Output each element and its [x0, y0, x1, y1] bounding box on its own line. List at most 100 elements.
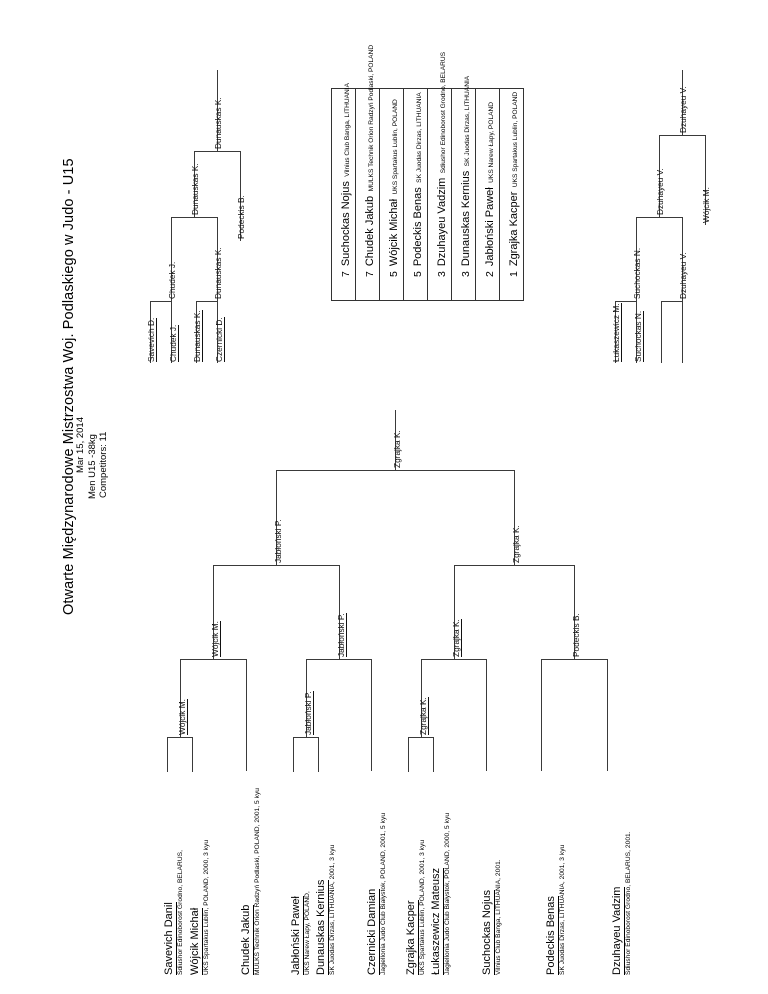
bracket-label: Wójcik M. — [701, 187, 711, 223]
bracket-line — [661, 301, 683, 303]
bracket-line — [196, 301, 198, 363]
bracket-label: Chudek J. — [168, 324, 179, 362]
athlete-club: Sdiushor Edinoborost Grodno, BELARUS, — [176, 850, 184, 975]
bracket-label: Wójcik M. — [210, 621, 221, 657]
list-item: Podeckis Benas SK Juodas Dirzas, LITHUAN… — [545, 845, 566, 975]
athlete-name: Jabłoński Paweł — [484, 187, 496, 267]
list-item: Zgrajka Kacper UKS Spartakus Lublin, POL… — [405, 840, 426, 975]
bracket-label: Savevich D. — [146, 317, 157, 362]
athlete-name: Zgrajka Kacper — [405, 900, 419, 975]
list-item: Dunauskas Kernius SK Juodas Dirzas, LITH… — [315, 844, 336, 975]
bracket-line — [194, 151, 196, 218]
bracket-line — [514, 470, 516, 566]
bracket-label: Podeckis B. — [236, 195, 246, 239]
athlete-name: Suchockas Nojus — [481, 890, 495, 975]
place: 2 — [484, 271, 496, 277]
athlete-name: Łukaszewicz Mateusz — [430, 868, 444, 975]
bracket-line — [659, 135, 661, 218]
bracket-line — [150, 301, 152, 363]
bracket-label: Dzuhayeu V. — [678, 252, 688, 299]
bracket-line — [705, 135, 707, 225]
competitor-count: Competitors: 11 — [98, 431, 109, 498]
bracket-label: Czernicki D. — [214, 317, 225, 362]
bracket-line — [339, 565, 341, 660]
bracket-label: Wójcik M. — [177, 699, 188, 735]
bracket-label: Zgrajka K. — [511, 525, 521, 563]
bracket-label: Chudek J. — [167, 261, 177, 299]
bracket-label: Zgrajka K. — [392, 430, 402, 468]
table-row: 7 Chudek Jakub MULKS Technik Orion Radzy… — [355, 45, 379, 300]
place: 5 — [388, 271, 400, 277]
bracket-label: Zgrajka K. — [418, 697, 429, 735]
athlete-name: Suchockas Nojus — [340, 181, 352, 267]
athlete-club: SK Juodas Dirzas, LITHUANIA — [464, 75, 471, 167]
bracket-line — [607, 659, 609, 771]
bracket-line — [433, 737, 435, 772]
bracket-line — [171, 301, 173, 363]
bracket-line — [196, 301, 218, 303]
table-row: 3 Dunauskas Kernius SK Juodas Dirzas, LI… — [451, 76, 475, 300]
athlete-club: UKS Spartakus Lublin, POLAND, 2000, 3 ky… — [202, 839, 210, 975]
athlete-club: MULKS Technik Orion Radzyń Podlaski, POL… — [253, 787, 261, 975]
bracket-label: Suchockas N. — [633, 310, 644, 362]
athlete-name: Wójcik Michał — [388, 198, 400, 267]
list-item: Wójcik Michał UKS Spartakus Lublin, POLA… — [189, 839, 210, 975]
bracket-label: Zgrajka K. — [451, 619, 462, 657]
bracket-line — [682, 217, 684, 302]
athlete-name: Czernicki Damian — [366, 888, 380, 975]
table-row: 7 Suchockas Nojus Vilnius Club Banga, LI… — [332, 83, 355, 300]
event-date: Mar 15, 2014 — [75, 417, 86, 473]
athlete-club: Sdiushor Edinoborost Grodno, BELARUS — [440, 51, 447, 174]
list-item: Dzuhayeu Vadzim Sdiushor Edinoborost Gro… — [611, 831, 632, 975]
bracket-label: Jabłoński P. — [273, 519, 283, 563]
bracket-line — [682, 301, 684, 363]
bracket-label: Dzuhayeu V. — [678, 86, 688, 133]
list-item: Suchockas Nojus Vilnius Club Banga, LITH… — [481, 859, 502, 975]
bracket-label: Jabłoński P. — [336, 613, 347, 657]
athlete-club: UKS Spartakus Lublin, POLAND — [392, 99, 399, 195]
bracket-line — [636, 301, 638, 363]
bracket-line — [246, 659, 248, 771]
table-row: 1 Zgrajka Kacper UKS Spartakus Lublin, P… — [499, 89, 523, 300]
bracket-line — [240, 151, 242, 241]
list-item: Jabłoński Paweł UKS Narew Łapy, POLAND, — [290, 891, 311, 975]
bracket-line — [217, 217, 219, 302]
table-row: 3 Dzuhayeu Vadzim Sdiushor Edinoborost G… — [427, 52, 451, 300]
athlete-club: Vilnius Club Banga, LITHUANIA — [344, 83, 351, 177]
place: 7 — [364, 271, 376, 277]
bracket-label: Dzuhayeu V. — [655, 168, 665, 215]
athlete-club: UKS Narew Łapy, POLAND, — [303, 891, 311, 975]
place: 3 — [436, 271, 448, 277]
place: 5 — [412, 271, 424, 277]
athlete-club: Vilnius Club Banga, LITHUANIA, 2001. — [494, 859, 502, 975]
bracket-line — [306, 659, 308, 738]
bracket-line — [454, 565, 456, 660]
athlete-name: Jabłoński Paweł — [290, 896, 304, 975]
bracket-line — [150, 301, 172, 303]
bracket-label: Dunauskas K. — [192, 310, 203, 362]
bracket-line — [276, 470, 278, 566]
athlete-club: UKS Spartakus Lublin, POLAND — [512, 91, 519, 188]
bracket-line — [217, 301, 219, 363]
bracket-label: Dunauskas K. — [213, 247, 223, 299]
athlete-club: MULKS Technik Orion Radzyń Podlaski, POL… — [368, 44, 375, 192]
table-row: 5 Podeckis Benas SK Juodas Dirzas, LITHU… — [403, 89, 427, 300]
bracket-line — [318, 737, 320, 772]
athlete-club: Sdiushor Edinoborost Grodno, BELARUS, 20… — [624, 831, 632, 975]
bracket-line — [213, 565, 215, 660]
bracket-line — [615, 301, 637, 303]
athlete-name: Dunauskas Kernius — [460, 170, 472, 267]
athlete-name: Dzuhayeu Vadzim — [611, 886, 625, 975]
bracket-line — [371, 659, 373, 771]
athlete-club: SK Juodas Dirzas, LITHUANIA — [416, 92, 423, 183]
athlete-club: SK Juodas Dirzas, LITHUANIA, 2001, 3 kyu — [328, 844, 336, 975]
bracket-line — [661, 301, 663, 363]
bracket-line — [636, 217, 638, 302]
athlete-name: Wójcik Michał — [189, 907, 203, 975]
table-row: 2 Jabłoński Paweł UKS Narew Łapy, POLAND — [475, 89, 499, 300]
athlete-club: Jagiellonia Judo Club Białystok, POLAND,… — [443, 812, 451, 975]
bracket-line — [615, 301, 617, 363]
athlete-club: Jagiellonia Judo Club Białystok, POLAND,… — [379, 812, 387, 975]
bracket-line — [541, 659, 543, 771]
list-item: Łukaszewicz Mateusz Jagiellonia Judo Clu… — [430, 812, 451, 975]
